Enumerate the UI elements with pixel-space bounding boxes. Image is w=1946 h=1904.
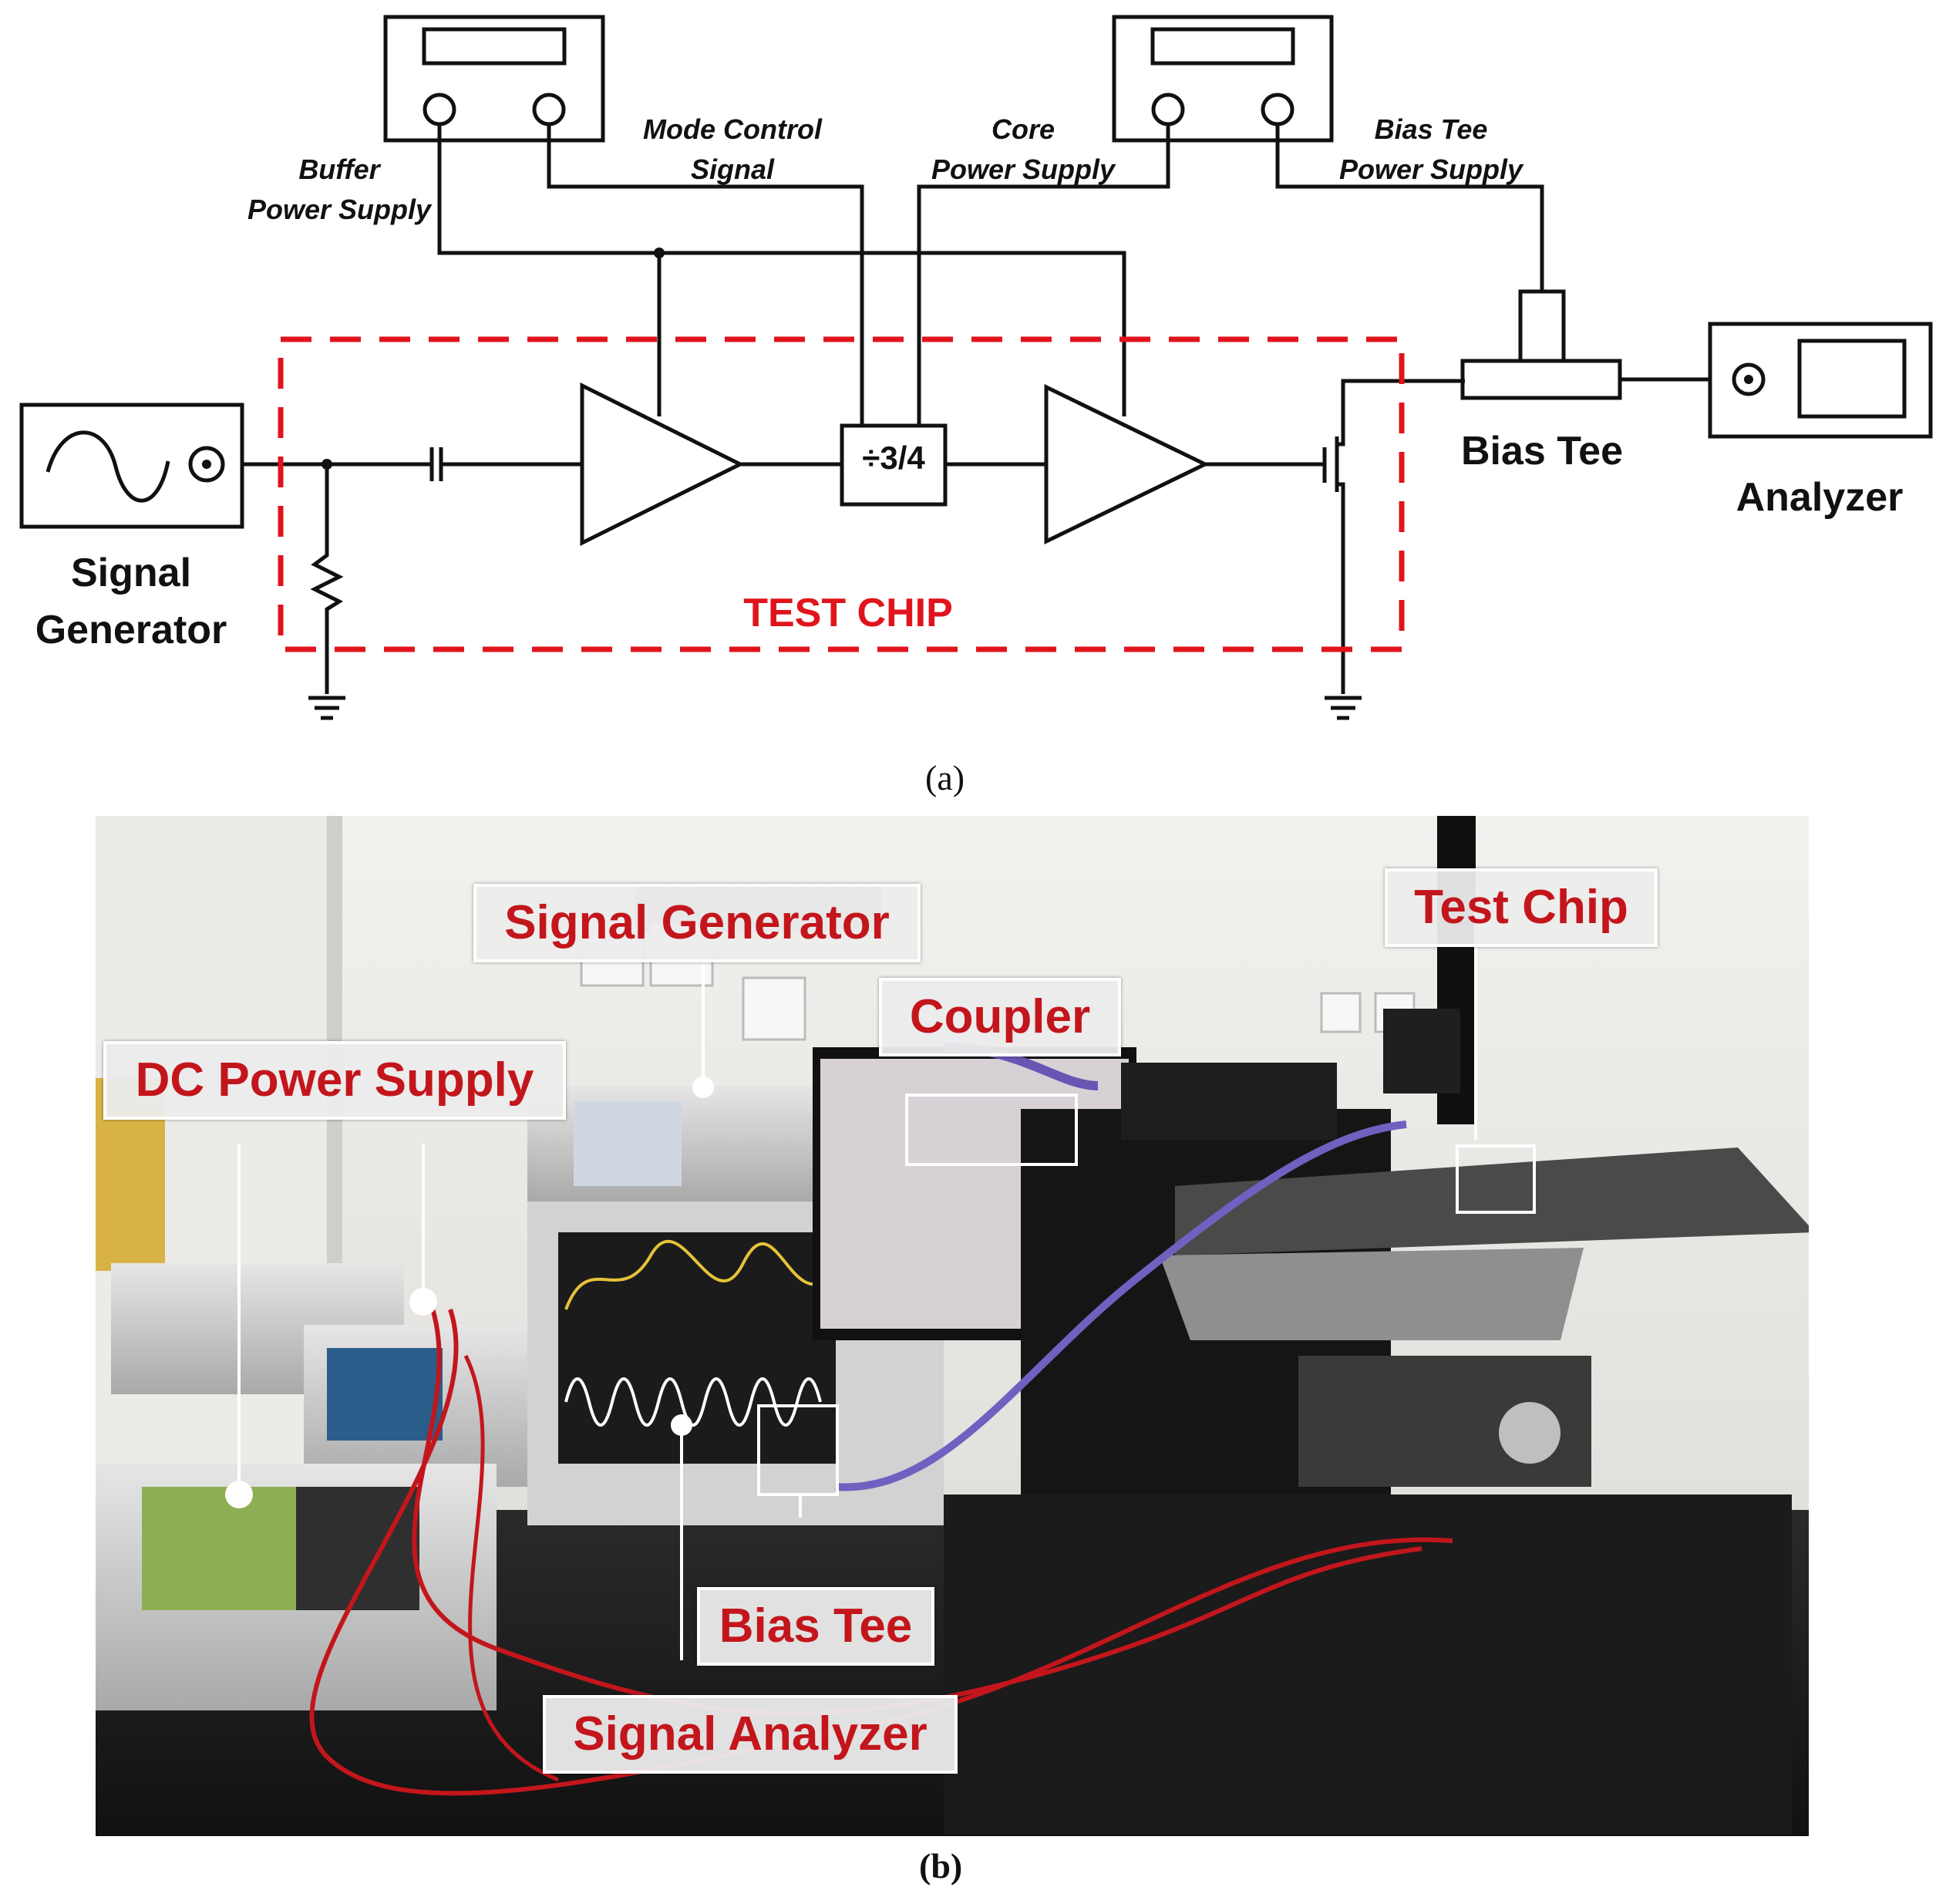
callout-dc-power-supply: DC Power Supply — [103, 1041, 566, 1120]
bias-tee-label: Bias Tee — [1460, 429, 1624, 473]
analyzer-symbol — [1708, 322, 1933, 439]
test-chip-label: TEST CHIP — [743, 591, 953, 635]
caption-b: (b) — [919, 1846, 963, 1885]
analyzer-label: Analyzer — [1736, 475, 1904, 520]
callout-signal-analyzer: Signal Analyzer — [543, 1695, 958, 1774]
divider-label: ÷3/4 — [862, 440, 925, 476]
bias-tee-symbol — [1460, 289, 1622, 400]
power-supply-2 — [1112, 15, 1334, 143]
caption-a: (a) — [925, 758, 965, 797]
callout-coupler: Coupler — [879, 978, 1121, 1056]
schematic-diagram — [19, 15, 1933, 720]
lab-setup-photo: Signal Generator Coupler Test Chip DC Po… — [96, 816, 1809, 1836]
callout-bias-tee: Bias Tee — [697, 1587, 934, 1666]
test-chip-boundary — [278, 336, 1405, 652]
power-supply-1 — [383, 15, 605, 143]
callout-test-chip: Test Chip — [1385, 868, 1658, 947]
callout-signal-generator: Signal Generator — [473, 884, 921, 962]
